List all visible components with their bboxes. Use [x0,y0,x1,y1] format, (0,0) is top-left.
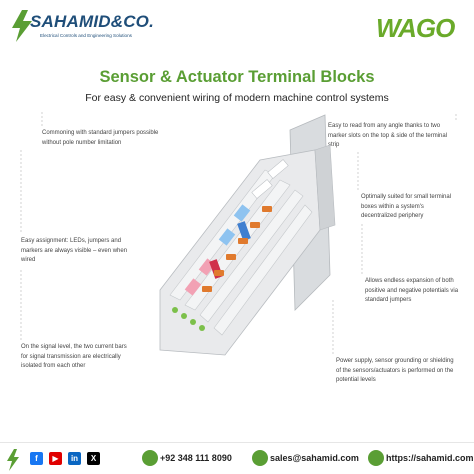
email-link[interactable]: sales@sahamid.com [270,453,359,463]
page-subtitle: For easy & convenient wiring of modern m… [85,92,389,104]
sahamid-logo[interactable]: SAHAMID&CO. Electrical Controls and Engi… [8,10,178,44]
youtube-icon[interactable]: ▶ [49,452,62,465]
linkedin-icon[interactable]: in [68,452,81,465]
feature-note-right-1: Easy to read from any angle thanks to tw… [328,123,448,148]
wago-wordmark: WAGO [376,13,455,43]
feature-note-left-1: Commoning with standard jumpers possible… [42,130,159,146]
feature-note-left-2: Easy assignment: LEDs, jumpers and marke… [21,238,128,263]
feature-note-right-3: Allows endless expansion of both positiv… [365,278,459,303]
footer: f ▶ in X +92 348 111 8090 sales@sahamid.… [0,442,474,474]
feature-note-right-2: Optimally suited for small terminal boxe… [361,194,452,219]
brand-name: SAHAMID&CO. [30,12,155,31]
feature-note-left-3: On the signal level, the two current bar… [21,344,127,369]
globe-icon [368,450,384,466]
wago-logo[interactable]: WAGO [376,13,455,43]
terminal-block-image [159,114,336,356]
phone-number[interactable]: +92 348 111 8090 [160,453,232,463]
lightning-bolt-icon [12,10,32,42]
page-title: Sensor & Actuator Terminal Blocks [99,68,375,86]
facebook-icon[interactable]: f [30,452,43,465]
phone-icon [142,450,158,466]
brand-tagline: Electrical Controls and Engineering Solu… [40,33,132,38]
x-icon[interactable]: X [87,452,100,465]
website-link[interactable]: https://sahamid.com [386,453,474,463]
lightning-bolt-icon [7,449,19,471]
feature-note-right-4: Power supply, sensor grounding or shield… [336,358,454,383]
mail-icon [252,450,268,466]
header: SAHAMID&CO. Electrical Controls and Engi… [0,0,474,60]
